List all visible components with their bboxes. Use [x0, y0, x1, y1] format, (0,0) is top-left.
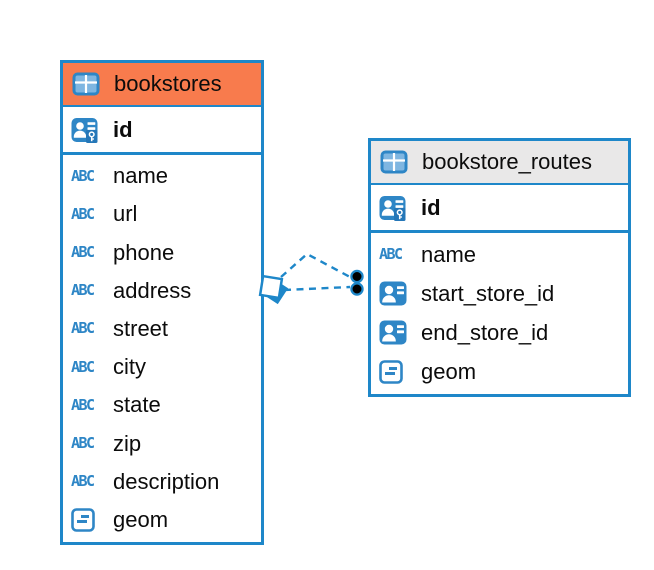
table-bookstore-routes[interactable]: bookstore_routes id ABC	[368, 138, 631, 397]
text-type-icon: ABC	[71, 281, 95, 300]
text-type-icon: ABC	[71, 472, 95, 491]
text-type-icon: ABC	[71, 166, 95, 185]
column-row[interactable]: geom	[371, 352, 628, 391]
column-name: phone	[113, 239, 175, 265]
column-name: zip	[113, 430, 142, 456]
column-row[interactable]: geom	[63, 501, 261, 539]
geometry-type-icon	[379, 359, 412, 384]
column-name: address	[113, 277, 192, 303]
column-row[interactable]: ABC url	[63, 195, 261, 233]
column-name: end_store_id	[421, 319, 549, 345]
relationship-line-lower[interactable]	[283, 285, 351, 292]
column-name: street	[113, 315, 169, 341]
column-row[interactable]: ABC name	[63, 157, 261, 195]
column-row[interactable]: ABC street	[63, 310, 261, 348]
column-row[interactable]: ABC state	[63, 386, 261, 424]
column-name: start_store_id	[421, 280, 555, 306]
table-name: bookstore_routes	[422, 149, 592, 174]
text-type-icon: ABC	[379, 245, 403, 263]
text-type-icon: ABC	[71, 319, 95, 338]
column-name: geom	[113, 506, 169, 532]
table-bookstores[interactable]: bookstores id ABC	[60, 60, 264, 545]
column-name: name	[421, 241, 477, 267]
relationship-target-dots[interactable]	[350, 269, 364, 296]
column-row[interactable]: ABC name	[371, 235, 628, 274]
text-type-icon: ABC	[71, 434, 95, 453]
relationship-line-upper[interactable]	[280, 252, 351, 279]
reference-type-icon	[379, 320, 412, 345]
column-row[interactable]: start_store_id	[371, 274, 628, 313]
reference-type-icon	[379, 281, 412, 306]
geometry-type-icon	[71, 508, 104, 532]
column-name: id	[113, 116, 133, 142]
column-name: id	[421, 194, 441, 220]
primary-key-icon	[71, 117, 104, 143]
table-bookstores-header[interactable]: bookstores	[63, 63, 261, 107]
column-row[interactable]: ABC description	[63, 463, 261, 501]
column-row[interactable]: end_store_id	[371, 313, 628, 352]
column-name: geom	[421, 358, 477, 384]
column-row[interactable]: ABC zip	[63, 424, 261, 462]
text-type-icon: ABC	[71, 357, 95, 376]
table-routes-header[interactable]: bookstore_routes	[371, 141, 628, 185]
column-name: url	[113, 201, 138, 227]
table-icon	[380, 150, 413, 174]
relationship-source-marker[interactable]	[258, 274, 289, 305]
column-name: name	[113, 163, 169, 189]
column-name: city	[113, 354, 146, 380]
column-list: ABC name ABC url ABC phone ABC address A…	[63, 155, 261, 542]
primary-key-icon	[379, 195, 412, 221]
text-type-icon: ABC	[71, 204, 95, 223]
column-row[interactable]: ABC city	[63, 348, 261, 386]
column-name: description	[113, 468, 220, 494]
column-name: state	[113, 392, 161, 418]
text-type-icon: ABC	[71, 395, 95, 414]
column-row[interactable]: ABC phone	[63, 233, 261, 271]
table-name: bookstores	[114, 71, 222, 96]
column-row[interactable]: ABC address	[63, 272, 261, 310]
column-list: ABC name start_store_id	[371, 233, 628, 394]
table-icon	[72, 72, 105, 96]
column-row-pk[interactable]: id	[371, 185, 628, 233]
column-row-pk[interactable]: id	[63, 107, 261, 155]
relationship-connector[interactable]	[258, 252, 364, 305]
text-type-icon: ABC	[71, 243, 95, 261]
